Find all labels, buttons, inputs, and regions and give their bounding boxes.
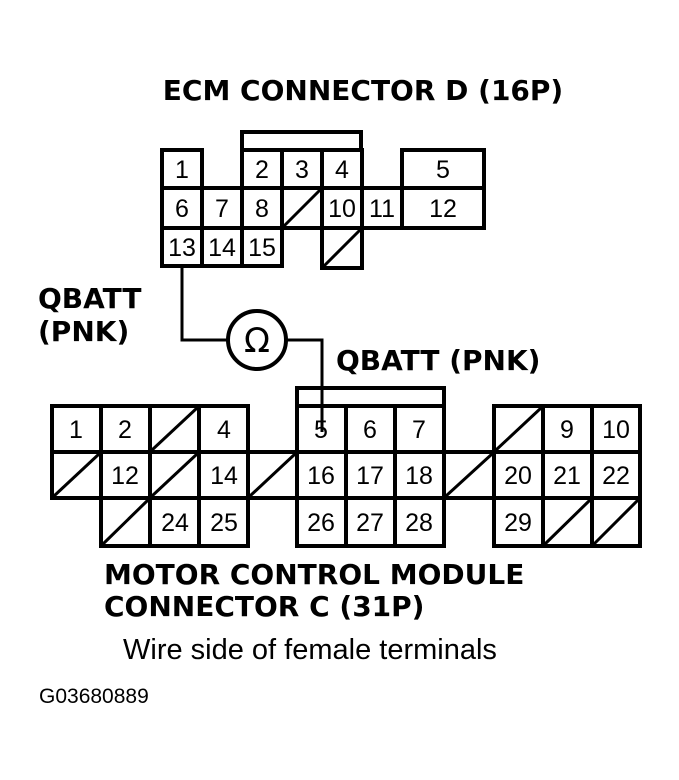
empty-cell-slash bbox=[52, 452, 101, 498]
ecm-cell-label: 15 bbox=[248, 234, 276, 262]
mcm-title-line1: MOTOR CONTROL MODULE bbox=[104, 558, 524, 591]
empty-cell-slash bbox=[322, 228, 362, 268]
empty-cell-slash bbox=[150, 452, 199, 498]
test-lead-right bbox=[286, 338, 324, 432]
ecm-cell-label: 2 bbox=[255, 156, 269, 184]
mcm-title-line2: CONNECTOR C (31P) bbox=[104, 590, 424, 623]
mcm-cell-label: 1 bbox=[69, 416, 83, 444]
empty-cell-slash bbox=[494, 406, 543, 452]
mcm-cell-label: 10 bbox=[602, 416, 630, 444]
empty-cell-slash bbox=[101, 498, 150, 546]
mcm-cell-label: 5 bbox=[314, 416, 328, 444]
ecm-connector-title: ECM CONNECTOR D (16P) bbox=[163, 74, 563, 107]
mcm-cell-label: 24 bbox=[161, 509, 189, 537]
mcm-cell-label: 12 bbox=[111, 462, 139, 490]
mcm-cell-label: 14 bbox=[210, 462, 238, 490]
ecm-cell-label: 11 bbox=[369, 195, 395, 223]
ecm-cell-label: 6 bbox=[175, 195, 189, 223]
ohmmeter-icon bbox=[226, 309, 288, 371]
ecm-cell-label: 12 bbox=[429, 195, 457, 223]
mcm-cell-label: 4 bbox=[217, 416, 231, 444]
test-lead-left bbox=[180, 266, 228, 342]
empty-cell-slash bbox=[543, 498, 592, 546]
empty-cell-slash bbox=[592, 498, 640, 546]
figure-code: G03680889 bbox=[39, 685, 149, 708]
empty-cell-slash bbox=[282, 188, 322, 228]
ecm-connector: 1 2 3 4 5 6 7 8 10 11 12 13 14 15 bbox=[160, 130, 486, 270]
empty-cell-slash bbox=[444, 452, 494, 498]
left-wire-label-line1: QBATT bbox=[38, 282, 141, 315]
right-wire-label: QBATT (PNK) bbox=[336, 344, 540, 377]
mcm-connector: 1 2 4 5 6 7 9 10 12 14 16 17 18 20 21 22… bbox=[50, 386, 642, 548]
ecm-cell bbox=[320, 226, 364, 270]
ecm-cell-label: 7 bbox=[215, 195, 229, 223]
ecm-cell-label: 8 bbox=[255, 195, 269, 223]
mcm-cell-label: 26 bbox=[307, 509, 335, 537]
ecm-cell bbox=[400, 186, 486, 230]
ecm-cell-label: 3 bbox=[295, 156, 309, 184]
mcm-cell-row bbox=[492, 496, 642, 548]
mcm-connector-latch bbox=[295, 386, 446, 406]
mcm-cell-label: 28 bbox=[405, 509, 433, 537]
ecm-cell-label: 14 bbox=[208, 234, 236, 262]
caption: Wire side of female terminals bbox=[123, 634, 497, 666]
mcm-cell-label: 29 bbox=[504, 509, 532, 537]
empty-cell-slash bbox=[248, 452, 297, 498]
mcm-cell-row bbox=[295, 496, 446, 548]
mcm-cell-label: 18 bbox=[405, 462, 433, 490]
mcm-cell-label: 7 bbox=[412, 416, 426, 444]
mcm-cell-label: 20 bbox=[504, 462, 532, 490]
mcm-cell-label: 9 bbox=[560, 416, 574, 444]
mcm-cell-label: 2 bbox=[118, 416, 132, 444]
ecm-cell-label: 1 bbox=[175, 156, 189, 184]
ecm-connector-latch bbox=[240, 130, 363, 150]
ecm-cell-label: 5 bbox=[436, 156, 450, 184]
ecm-cell-label: 4 bbox=[335, 156, 349, 184]
ecm-cell bbox=[240, 226, 284, 268]
mcm-cell-label: 16 bbox=[307, 462, 335, 490]
mcm-cell-label: 22 bbox=[602, 462, 630, 490]
mcm-cell-label: 25 bbox=[210, 509, 238, 537]
mcm-cell-label: 27 bbox=[356, 509, 384, 537]
mcm-cell-label: 6 bbox=[363, 416, 377, 444]
mcm-cell-label: 21 bbox=[553, 462, 581, 490]
ecm-cell-label: 13 bbox=[168, 234, 196, 262]
ohmmeter-wiring: Ω bbox=[180, 266, 324, 432]
empty-cell-slash bbox=[150, 406, 199, 452]
ohm-symbol: Ω bbox=[244, 321, 270, 361]
ecm-cell-label: 10 bbox=[328, 195, 356, 223]
left-wire-label-line2: (PNK) bbox=[38, 315, 129, 348]
mcm-cell-label: 17 bbox=[356, 462, 384, 490]
